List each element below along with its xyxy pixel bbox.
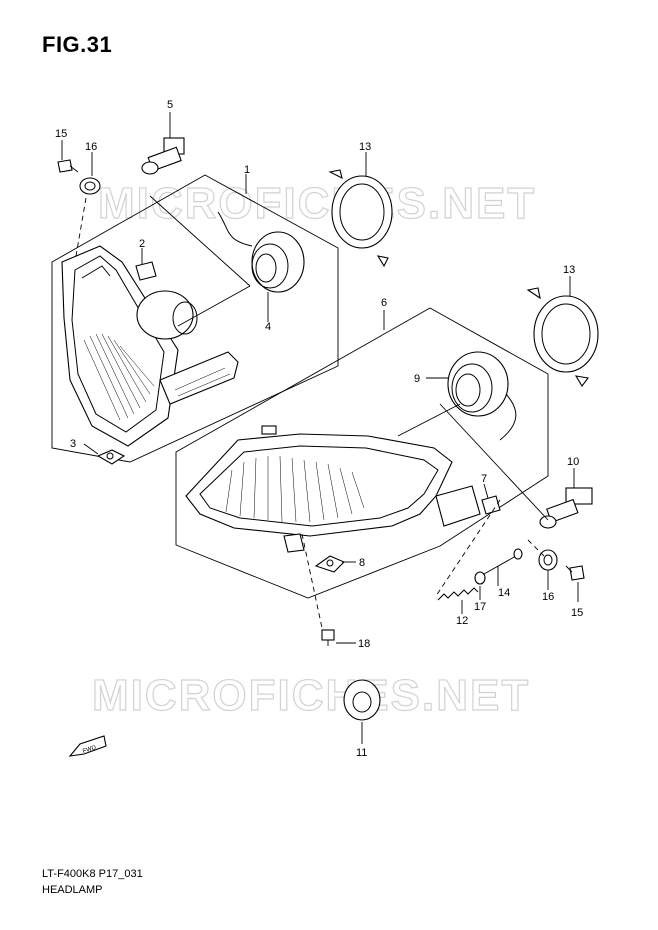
fwd-arrow-icon: FWD: [68, 735, 107, 757]
leader-lines: [61, 112, 579, 744]
callout-17: 17: [474, 601, 486, 613]
callout-14: 14: [498, 587, 510, 599]
screw-part-15-upper: [57, 159, 79, 173]
assembly-box-upper: [51, 174, 339, 463]
section-name: HEADLAMP: [42, 884, 103, 896]
callout-13-lower: 13: [563, 264, 575, 276]
callout-3: 3: [70, 438, 76, 450]
callout-16-lower: 16: [542, 591, 554, 603]
callout-9: 9: [414, 373, 420, 385]
headlamp-housing-left: [61, 245, 239, 447]
callout-8: 8: [359, 557, 365, 569]
callout-15-lower: 15: [571, 607, 583, 619]
model-code: LT-F400K8 P17_031: [42, 868, 143, 880]
cover-part-11: [343, 679, 381, 721]
bulb-part-10: [539, 487, 593, 529]
watermark-top: MICROFICHES.NET: [98, 179, 536, 228]
figure-title: FIG.31: [42, 32, 113, 57]
callout-16-upper: 16: [85, 141, 97, 153]
callout-10: 10: [567, 456, 579, 468]
fwd-label: FWD: [82, 745, 97, 755]
clip-part-2: [135, 261, 157, 281]
grommet-part-16-upper: [79, 177, 101, 195]
socket-part-4: [217, 211, 305, 293]
spring-part-12: [437, 587, 479, 601]
callout-18: 18: [358, 638, 370, 650]
adjusting-screw-part-14: [483, 548, 523, 575]
callout-5: 5: [167, 99, 173, 111]
clip-part-7: [481, 495, 501, 515]
callout-2: 2: [139, 238, 145, 250]
watermark-bottom: MICROFICHES.NET: [92, 671, 530, 720]
callout-11: 11: [356, 747, 367, 759]
callout-1: 1: [244, 164, 250, 176]
washer-part-17: [474, 571, 486, 585]
callout-13-upper: 13: [359, 141, 371, 153]
callout-12: 12: [456, 615, 468, 627]
nut-part-8: [314, 555, 345, 573]
headlamp-housing-right: [185, 425, 481, 553]
callout-6: 6: [381, 297, 387, 309]
callout-labels: 1 2 3 4 5 6 7 8 9 10 11 12 13 13 14 15 1…: [55, 99, 583, 759]
socket-part-9: [447, 351, 517, 441]
screw-part-18: [321, 629, 335, 646]
callout-4: 4: [265, 321, 271, 333]
screw-part-15-lower: [565, 565, 585, 581]
retaining-ring-part-13-lower: [526, 287, 599, 387]
callout-7: 7: [481, 473, 487, 485]
bulb-part-5: [141, 137, 185, 175]
retaining-ring-part-13-upper: [328, 169, 393, 268]
grommet-part-16-lower: [538, 549, 558, 571]
nut-part-3: [96, 449, 126, 465]
callout-15-upper: 15: [55, 128, 67, 140]
